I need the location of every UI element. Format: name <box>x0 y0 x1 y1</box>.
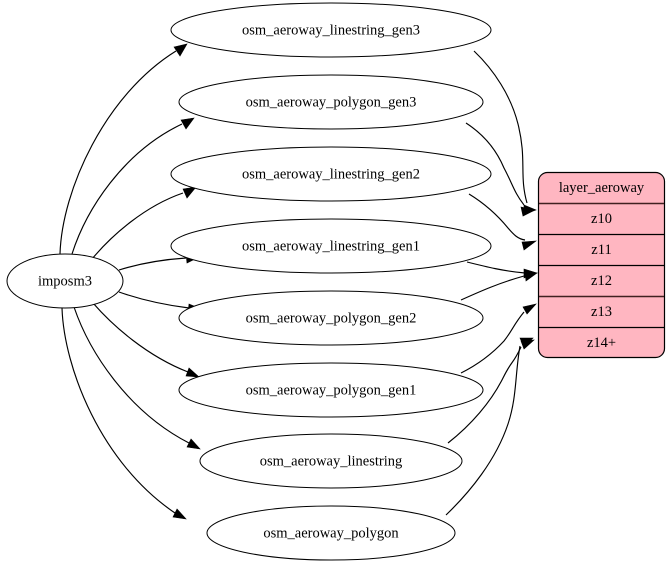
edge-polygon-gen1-to-z13 <box>460 303 537 374</box>
edge-imposm3-to-polygon-gen3 <box>71 117 195 255</box>
node-osm-aeroway-polygon-gen2-label: osm_aeroway_polygon_gen2 <box>246 310 417 326</box>
record-row-z11[interactable]: z11 <box>591 242 611 258</box>
node-osm-aeroway-linestring-gen3-label: osm_aeroway_linestring_gen3 <box>242 22 420 38</box>
node-osm-aeroway-linestring-gen1[interactable]: osm_aeroway_linestring_gen1 <box>170 218 492 274</box>
node-osm-aeroway-polygon-label: osm_aeroway_polygon <box>263 525 399 541</box>
edge-imposm3-to-linestring <box>73 306 201 450</box>
node-osm-aeroway-linestring-label: osm_aeroway_linestring <box>260 453 403 469</box>
node-osm-aeroway-linestring-gen1-label: osm_aeroway_linestring_gen1 <box>242 238 420 254</box>
record-row-z10[interactable]: z10 <box>591 211 612 227</box>
record-row-z14-plus[interactable]: z14+ <box>587 335 616 351</box>
node-imposm3[interactable]: imposm3 <box>6 253 124 309</box>
edge-imposm3-to-linestring-gen2 <box>91 186 197 260</box>
edge-linestring-gen2-to-z11 <box>468 193 537 251</box>
node-osm-aeroway-linestring-gen2[interactable]: osm_aeroway_linestring_gen2 <box>170 146 492 202</box>
node-osm-aeroway-polygon[interactable]: osm_aeroway_polygon <box>206 505 456 561</box>
record-row-z13[interactable]: z13 <box>591 304 612 320</box>
edge-linestring-gen3-to-z10 <box>473 50 537 215</box>
node-osm-aeroway-polygon-gen2[interactable]: osm_aeroway_polygon_gen2 <box>178 290 484 346</box>
node-osm-aeroway-polygon-gen1[interactable]: osm_aeroway_polygon_gen1 <box>178 362 484 418</box>
edge-imposm3-to-polygon <box>61 307 187 520</box>
node-layer-aeroway-record[interactable]: layer_aeroway z10 z11 z12 z13 z14+ <box>537 171 666 359</box>
node-osm-aeroway-linestring[interactable]: osm_aeroway_linestring <box>199 433 463 489</box>
node-osm-aeroway-polygon-gen3[interactable]: osm_aeroway_polygon_gen3 <box>178 74 484 130</box>
edge-imposm3-to-polygon-gen1 <box>92 302 200 378</box>
record-header-layer-aeroway: layer_aeroway <box>559 180 645 196</box>
edge-imposm3-to-linestring-gen3 <box>59 43 188 255</box>
node-osm-aeroway-linestring-gen2-label: osm_aeroway_linestring_gen2 <box>242 166 420 182</box>
node-osm-aeroway-polygon-gen1-label: osm_aeroway_polygon_gen1 <box>246 382 417 398</box>
node-osm-aeroway-linestring-gen3[interactable]: osm_aeroway_linestring_gen3 <box>170 2 492 58</box>
edge-group-tables-to-layer <box>445 50 538 516</box>
node-osm-aeroway-polygon-gen3-label: osm_aeroway_polygon_gen3 <box>246 94 417 110</box>
edge-polygon-gen3-to-z10 <box>465 122 536 217</box>
record-row-z12[interactable]: z12 <box>591 273 612 289</box>
node-imposm3-label: imposm3 <box>38 273 92 289</box>
edge-polygon-gen2-to-z12 <box>460 271 538 301</box>
edge-polygon-to-z14 <box>445 337 534 516</box>
